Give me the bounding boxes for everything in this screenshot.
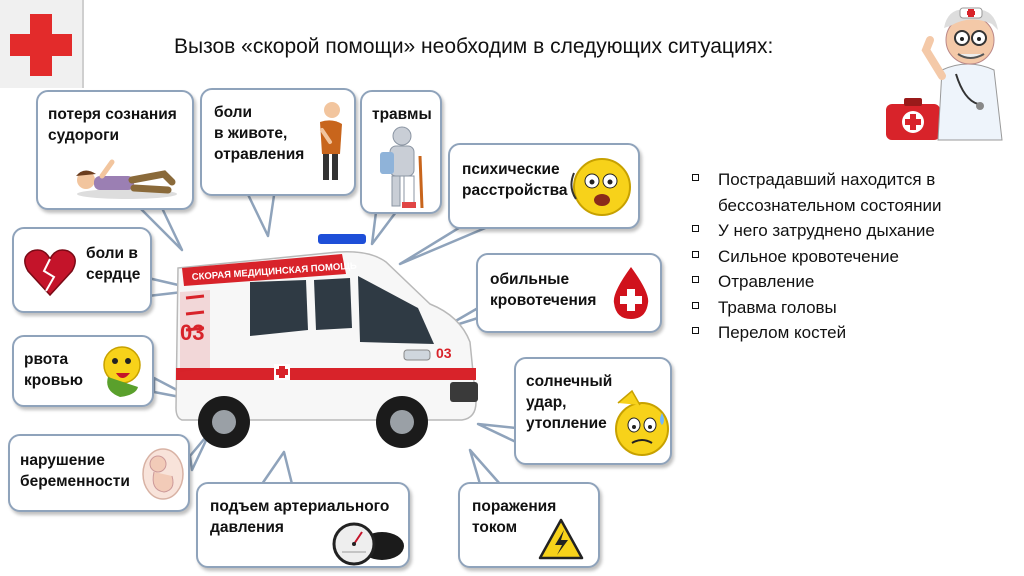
bullet-square-icon <box>692 225 699 232</box>
bubble-bleeding: обильные кровотечения <box>476 253 662 333</box>
bubble-trauma: травмы <box>360 90 442 214</box>
bubble-sunstroke-label: солнечный удар, утопление <box>526 373 613 432</box>
bubble-pregnancy: нарушение беременности <box>8 434 190 512</box>
list-item: Пострадавший находится в бессознательном… <box>690 167 1020 218</box>
sweating-face-icon <box>615 389 669 456</box>
bubble-electric-label: поражения током <box>472 498 557 536</box>
broken-heart-icon <box>24 249 76 297</box>
bubble-pressure: подъем артериального давления <box>196 482 410 568</box>
blood-drop-icon <box>613 267 649 319</box>
bubble-bleeding-label: обильные кровотечения <box>490 271 597 309</box>
doctor-illustration <box>878 0 1024 146</box>
bubble-heart: боли в сердце <box>12 227 152 313</box>
bubble-electric: поражения током <box>458 482 600 568</box>
bubble-mental: психические расстройства <box>448 143 640 229</box>
list-item: Перелом костей <box>690 320 1020 346</box>
bullet-square-icon <box>692 174 699 181</box>
bubble-unconscious-label: потеря сознания судороги <box>48 106 177 144</box>
conditions-list: Пострадавший находится в бессознательном… <box>690 167 1020 346</box>
bubble-unconscious: потеря сознания судороги <box>36 90 194 210</box>
person-stomach-ache-icon <box>320 102 342 180</box>
bubble-heart-label: боли в сердце <box>86 245 141 283</box>
bubble-stomach-label: боли в животе, отравления <box>214 104 305 163</box>
bullet-square-icon <box>692 276 699 283</box>
ambulance-number-front: 03 <box>436 345 452 361</box>
red-cross-logo <box>0 0 84 88</box>
bullet-square-icon <box>692 250 699 258</box>
injured-person-icon <box>380 126 424 209</box>
list-item: Травма головы <box>690 295 1020 321</box>
bubble-mental-label: психические расстройства <box>462 161 568 199</box>
bubble-sunstroke: солнечный удар, утопление <box>514 357 672 465</box>
bubble-pregnancy-label: нарушение беременности <box>20 452 130 490</box>
ambulance-illustration: СКОРАЯ МЕДИЦИНСКАЯ ПОМОЩЬ 03 03 <box>175 234 478 448</box>
stressed-face-icon <box>570 158 631 216</box>
list-item: У него затруднено дыхание <box>690 218 1020 244</box>
bubble-vomit-label: рвота кровью <box>24 351 83 389</box>
red-cross-icon <box>10 14 72 76</box>
bullet-square-icon <box>692 301 699 309</box>
blood-pressure-meter-icon <box>332 522 404 566</box>
fetus-icon <box>142 448 184 500</box>
sick-face-icon <box>103 346 141 397</box>
lying-person-icon <box>76 159 177 199</box>
bubble-trauma-label: травмы <box>372 106 432 123</box>
list-item: Сильное кровотечение <box>690 244 1020 270</box>
bubble-vomit: рвота кровью <box>12 335 154 407</box>
ambulance-number-side: 03 <box>180 320 204 345</box>
list-item: Отравление <box>690 269 1020 295</box>
page-title: Вызов «скорой помощи» необходим в следую… <box>174 35 774 58</box>
bubble-stomach: боли в животе, отравления <box>200 88 356 196</box>
bullet-square-icon <box>692 327 699 334</box>
bubble-pressure-label: подъем артериального давления <box>210 498 390 536</box>
high-voltage-icon <box>538 518 584 560</box>
